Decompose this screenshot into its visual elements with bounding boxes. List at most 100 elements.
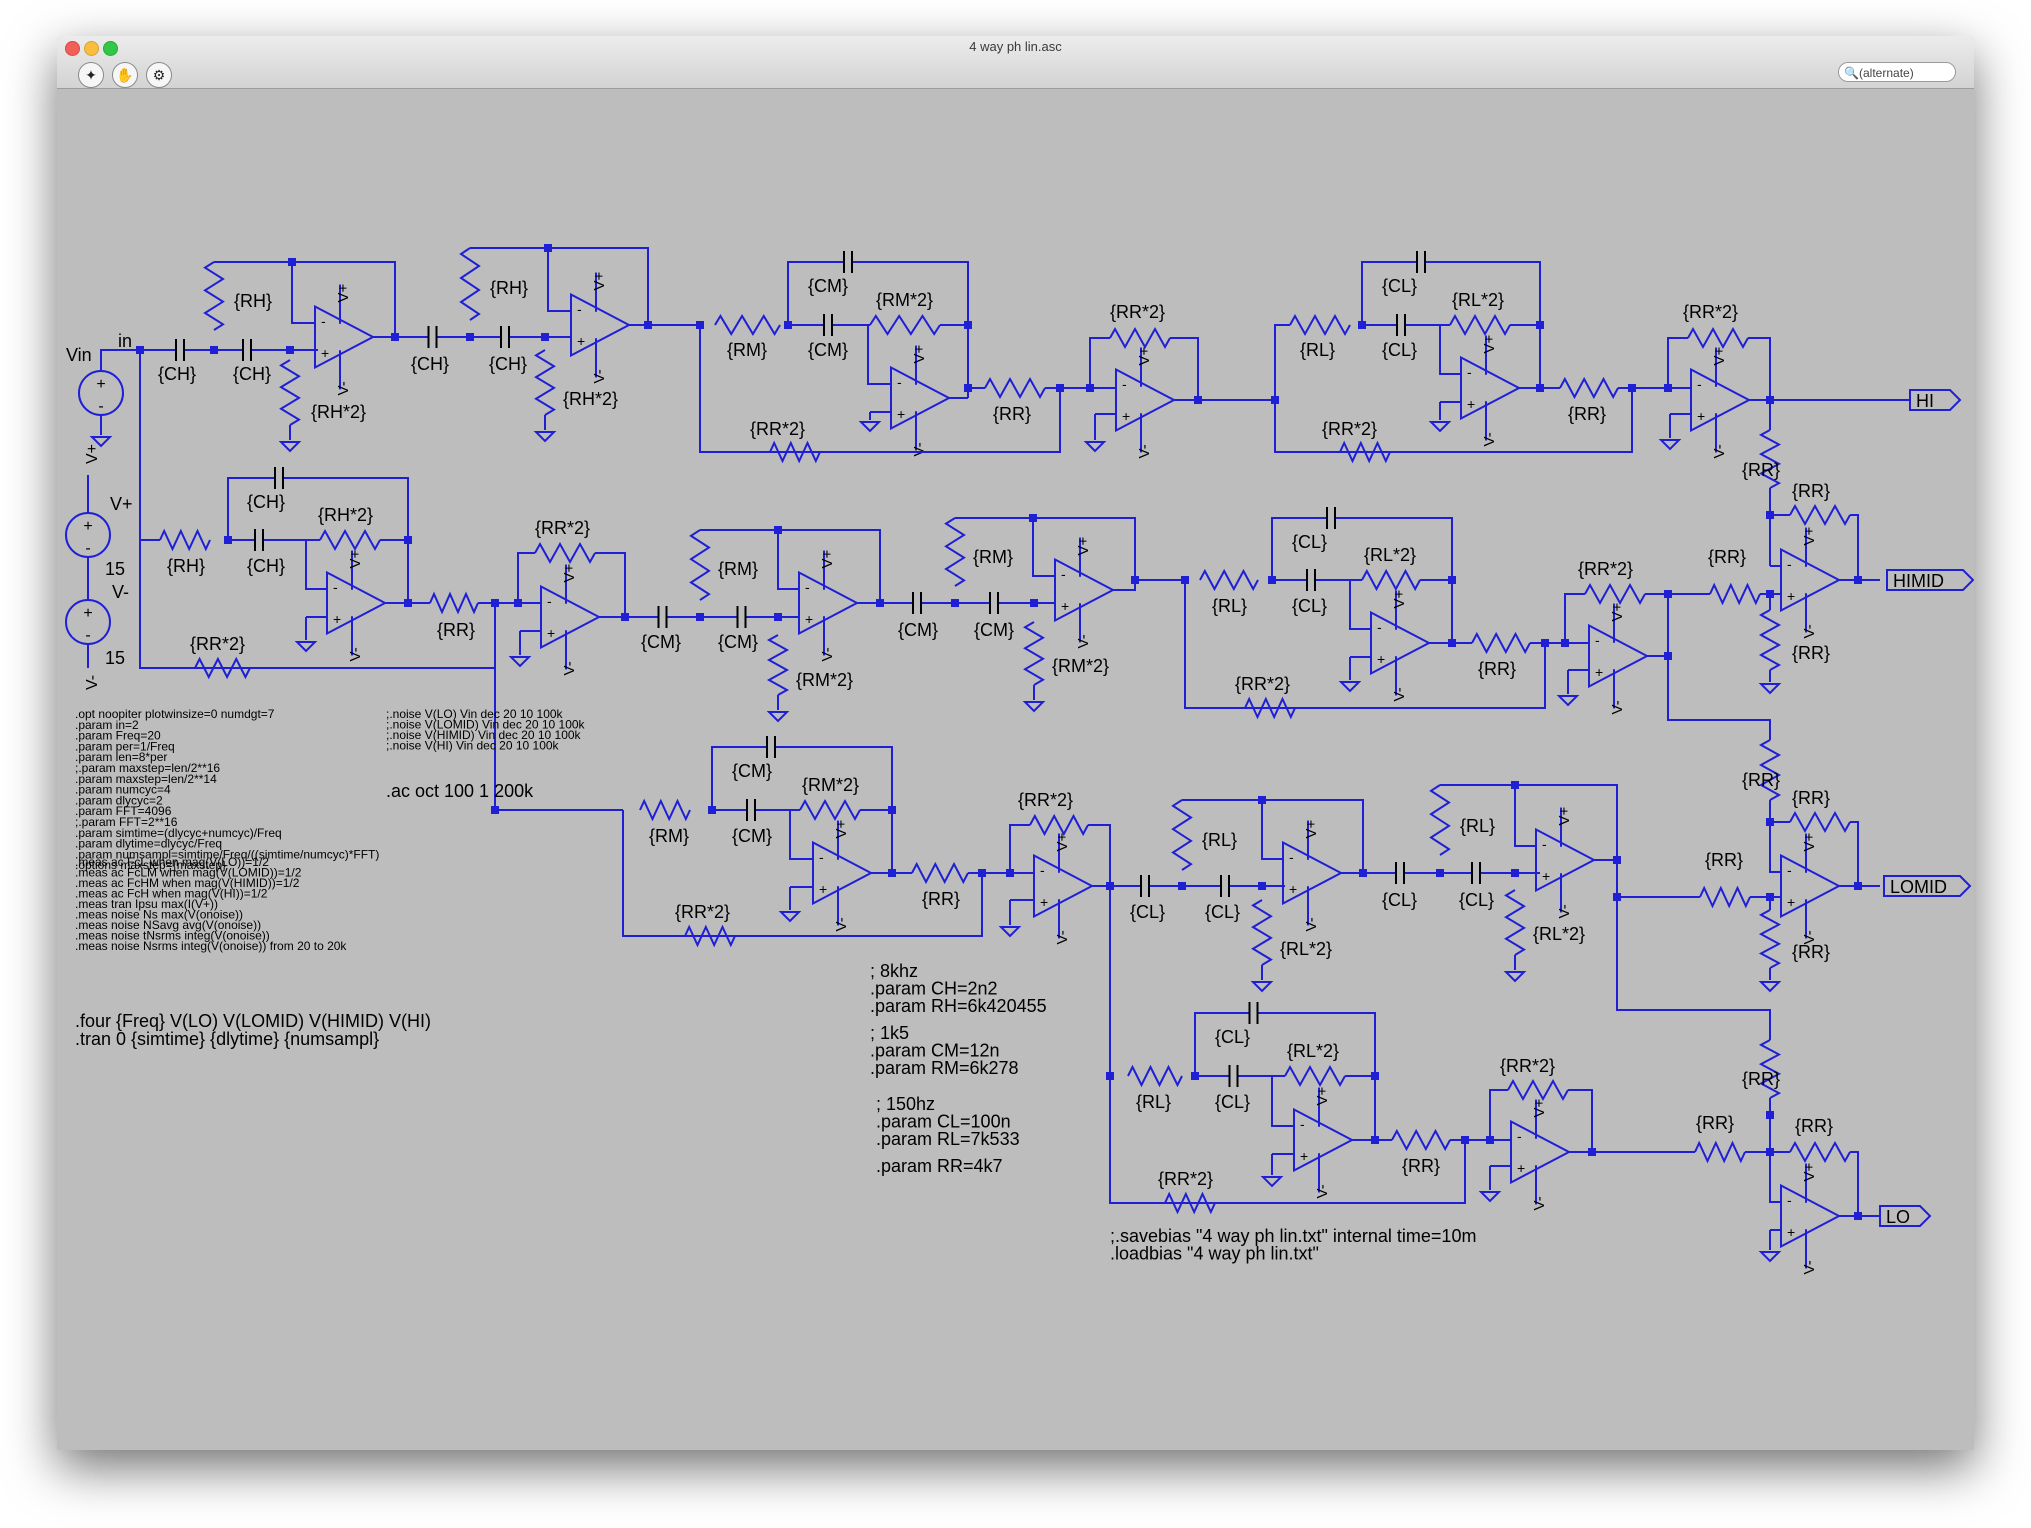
resistor <box>1758 909 1782 969</box>
directive-line: .meas noise NSavg avg(V(onoise)) <box>75 918 261 932</box>
resistor-label: {RR} <box>1795 1116 1833 1136</box>
directive-line: ; 1k5 <box>870 1023 909 1043</box>
resistor <box>1251 899 1273 966</box>
halt-icon[interactable]: ✋ <box>112 62 138 88</box>
resistor-label: {RR} <box>1742 770 1780 790</box>
resistor <box>1709 582 1761 606</box>
opamp <box>314 304 376 370</box>
resistor <box>1449 313 1511 337</box>
close-button[interactable] <box>65 41 80 56</box>
opamp <box>540 584 602 650</box>
resistor <box>769 440 821 464</box>
capacitor-label: {CM} <box>718 632 758 652</box>
opamp-pin-label: V+ <box>1609 603 1626 622</box>
resistor <box>1789 810 1851 834</box>
resistor-label: {RM*2} <box>796 670 853 690</box>
opamp <box>570 292 632 358</box>
directive-line: ;.savebias "4 way ph lin.txt" internal t… <box>1110 1226 1476 1246</box>
wire <box>1350 517 1453 643</box>
wire <box>1113 580 1136 591</box>
opamp <box>812 840 874 906</box>
resistor-label: {RR} <box>1568 404 1606 424</box>
opamp-pin-label: - <box>1595 632 1600 648</box>
wire <box>868 261 969 388</box>
net-port-label: HI <box>1916 391 1934 411</box>
opamp-pin-label: V- <box>1391 687 1408 701</box>
wire <box>595 552 626 617</box>
wire <box>1194 1012 1235 1076</box>
opamp-pin-label: V+ <box>591 272 608 291</box>
minimize-button[interactable] <box>84 41 99 56</box>
resistor <box>1171 799 1193 871</box>
resistor <box>194 656 251 680</box>
resistor <box>534 541 596 565</box>
wire <box>290 477 409 540</box>
opamp-pin-label: V- <box>561 661 578 675</box>
wire <box>1748 337 1771 400</box>
search-input[interactable]: 🔍(alternate) <box>1838 62 1956 82</box>
wire <box>1088 824 1111 886</box>
capacitor-label: {CL} <box>1382 340 1417 360</box>
ground-symbol <box>858 421 882 433</box>
probe-icon[interactable]: ⚙ <box>146 62 172 88</box>
resistor <box>319 528 381 552</box>
zoom-button[interactable] <box>103 41 118 56</box>
wire <box>305 540 327 590</box>
opamp <box>1370 610 1432 676</box>
opamp-pin-label: V+ <box>1391 590 1408 609</box>
capacitor-label: {CL} <box>1292 532 1327 552</box>
directive-line: .opt noopiter plotwinsize=0 numdgt=7 <box>75 707 275 721</box>
net-port <box>1886 569 1974 591</box>
opamp-pin-label: V+ <box>1136 347 1153 366</box>
opamp <box>890 365 952 431</box>
circuit-diagram[interactable]: Vinin+-{RR*2}V+V++-15V-+-V-15{CH}{CH}{RH… <box>57 89 1974 1450</box>
resistor <box>459 247 481 321</box>
resistor <box>639 798 691 822</box>
resistor <box>1584 582 1646 606</box>
ground-symbol <box>1658 439 1682 451</box>
resistor <box>159 528 211 552</box>
directive-line: .meas ac FcHM when mag(V(HIMID))=1/2 <box>75 876 300 890</box>
resistor <box>1694 1140 1746 1164</box>
directive-line: .param dlytime=dlycyc/Freq <box>75 837 222 851</box>
opamp-pin-label: + <box>1787 588 1795 604</box>
resistor-label: {RR} <box>1478 659 1516 679</box>
directive-line: .param RM=6k278 <box>870 1058 1019 1078</box>
opamp-pin-label: + <box>1300 1148 1308 1164</box>
resistor-label: {RR*2} <box>1578 559 1633 579</box>
wire <box>1032 518 1055 577</box>
opamp <box>1115 367 1177 433</box>
opamp-pin-label: - <box>333 579 338 595</box>
wire <box>1564 593 1585 643</box>
opamp <box>1460 355 1522 421</box>
capacitor-label: {CH} <box>247 492 285 512</box>
wire <box>1089 337 1110 388</box>
wire <box>385 540 409 604</box>
wire <box>100 349 140 371</box>
wire <box>1349 580 1371 630</box>
directive-line: .meas noise Nsrms integ(V(onoise)) from … <box>75 939 347 953</box>
directive-line: .meas ac FcL when mag(V(LO))=1/2 <box>75 855 269 869</box>
resistor <box>1109 326 1171 350</box>
junction <box>1854 576 1862 584</box>
resistor <box>1029 813 1089 837</box>
opamp-pin-label: - <box>1122 376 1127 392</box>
opamp-pin-label: + <box>1787 894 1795 910</box>
wire <box>1274 324 1290 400</box>
directive-line: .tran 0 {simtime} {dlytime} {numsampl} <box>75 1029 379 1049</box>
search-icon: 🔍 <box>1844 66 1859 80</box>
opamp-pin-label: V- <box>1136 444 1153 458</box>
opamp-pin-label: V- <box>819 647 836 661</box>
run-icon[interactable]: ✦ <box>78 62 104 88</box>
net-label-vplus: V+ <box>110 494 133 514</box>
resistor <box>984 376 1046 400</box>
resistor-label: {RL*2} <box>1287 1041 1339 1061</box>
opamp-pin-label: - <box>1061 566 1066 582</box>
capacitor-label: {CL} <box>1292 596 1327 616</box>
wire <box>778 529 881 604</box>
wire <box>1170 337 1199 400</box>
directive-line: .param CM=12n <box>870 1041 1000 1061</box>
opamp-pin-label: - <box>1787 862 1792 878</box>
